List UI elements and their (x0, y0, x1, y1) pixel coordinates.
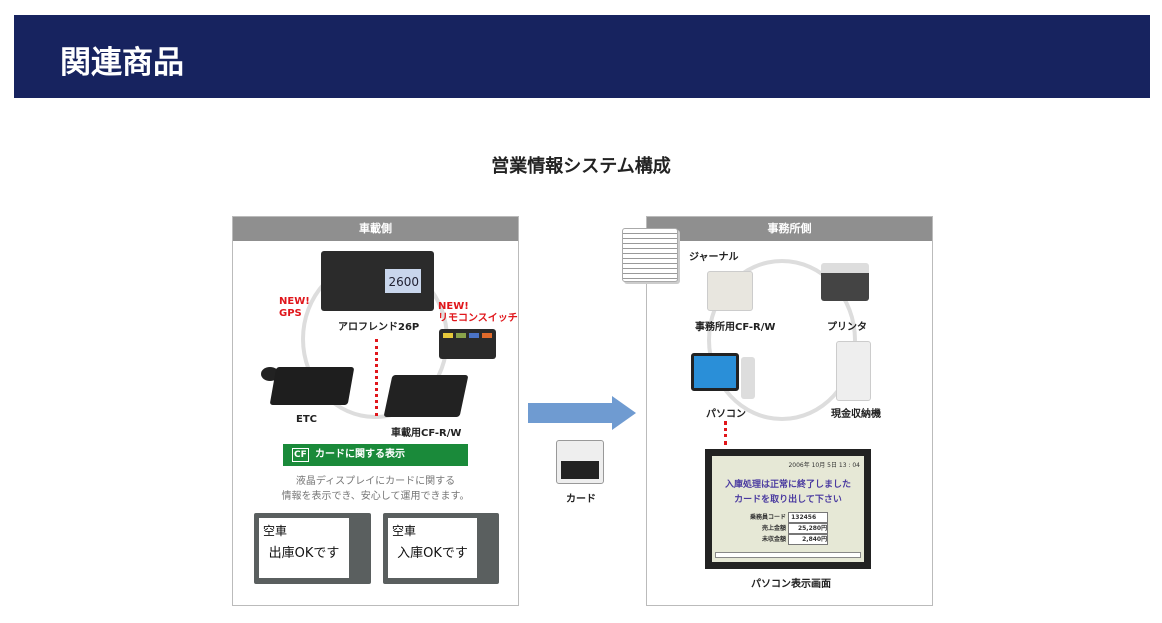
pc-screen-label: パソコン表示画面 (751, 579, 831, 590)
red-dotted-link (375, 339, 378, 416)
card-label: カード (566, 494, 596, 505)
screen-field: 乗務員コード 132456 (750, 512, 829, 523)
cf-icon: CF (292, 448, 309, 462)
printer-image (821, 263, 869, 301)
journal-paper-image (622, 228, 678, 282)
screen-datetime: 2006年 10月 5日 13 : 04 (788, 462, 860, 469)
cf-card-image (556, 440, 604, 484)
meter-display: 2600 (385, 269, 421, 293)
lcd-screen-out: 空車出庫OKです (254, 513, 371, 584)
card-description: 液晶ディスプレイにカードに関する 情報を表示でき、安心して運用できます。 (233, 474, 518, 504)
office-cfrw-label: 事務所用CF-R/W (695, 322, 776, 333)
section-header: 関連商品 (14, 15, 1150, 98)
lcd-message: 出庫OKです (268, 546, 340, 561)
etc-label: ETC (296, 414, 317, 425)
screen-field: 未収金額 2,840円 (761, 534, 829, 545)
remote-switch-image (439, 329, 496, 359)
pc-screen-image: 2006年 10月 5日 13 : 04 入庫処理は正常に終了しました カードを… (705, 449, 871, 569)
pc-image (691, 353, 739, 391)
cash-machine-image (836, 341, 871, 401)
meter-device-image: 2600 (321, 251, 434, 311)
red-dotted-link (724, 421, 727, 445)
office-panel: 事務所側 ジャーナル 事務所用CF-R/W プリンタ パソコン 現金収納機 20… (646, 216, 933, 606)
pc-label: パソコン (706, 409, 746, 420)
lcd-status: 空車 (263, 524, 288, 538)
cfrw-device-image (383, 375, 469, 417)
screen-message: 入庫処理は正常に終了しました (724, 480, 851, 490)
office-cfrw-image (707, 271, 753, 311)
connection-ring (707, 259, 857, 421)
vehicle-panel-title: 車載側 (233, 217, 518, 241)
lcd-message: 入庫OKです (397, 546, 468, 561)
journal-label: ジャーナル (689, 252, 739, 263)
office-panel-title: 事務所側 (647, 217, 932, 241)
section-title: 関連商品 (60, 45, 184, 81)
desc-line: 液晶ディスプレイにカードに関する (295, 476, 456, 487)
cfrw-label: 車載用CF-R/W (391, 428, 462, 439)
printer-label: プリンタ (827, 322, 867, 333)
flow-arrow-icon (528, 396, 636, 430)
vehicle-panel: 車載側 2600 NEW! GPS アロフレンド26P NEW! リモコンスイッ… (232, 216, 519, 606)
lcd-status: 空車 (392, 524, 417, 538)
pc-tower-image (741, 357, 755, 399)
etc-device-image (269, 367, 355, 405)
cash-machine-label: 現金収納機 (831, 409, 881, 420)
screen-field: 売上金額 25,280円 (761, 523, 829, 534)
meter-label: アロフレンド26P (338, 322, 420, 333)
diagram-title: 営業情報システム構成 (491, 156, 671, 177)
card-display-label: カードに関する表示 (315, 449, 405, 460)
card-display-bar: CF カードに関する表示 (283, 444, 468, 466)
gps-new-badge: NEW! GPS (279, 296, 310, 319)
remote-new-badge: NEW! リモコンスイッチ (438, 301, 518, 324)
screen-message: カードを取り出して下さい (734, 495, 842, 505)
desc-line: 情報を表示でき、安心して運用できます。 (281, 491, 470, 502)
lcd-screen-in: 空車入庫OKです (383, 513, 499, 584)
